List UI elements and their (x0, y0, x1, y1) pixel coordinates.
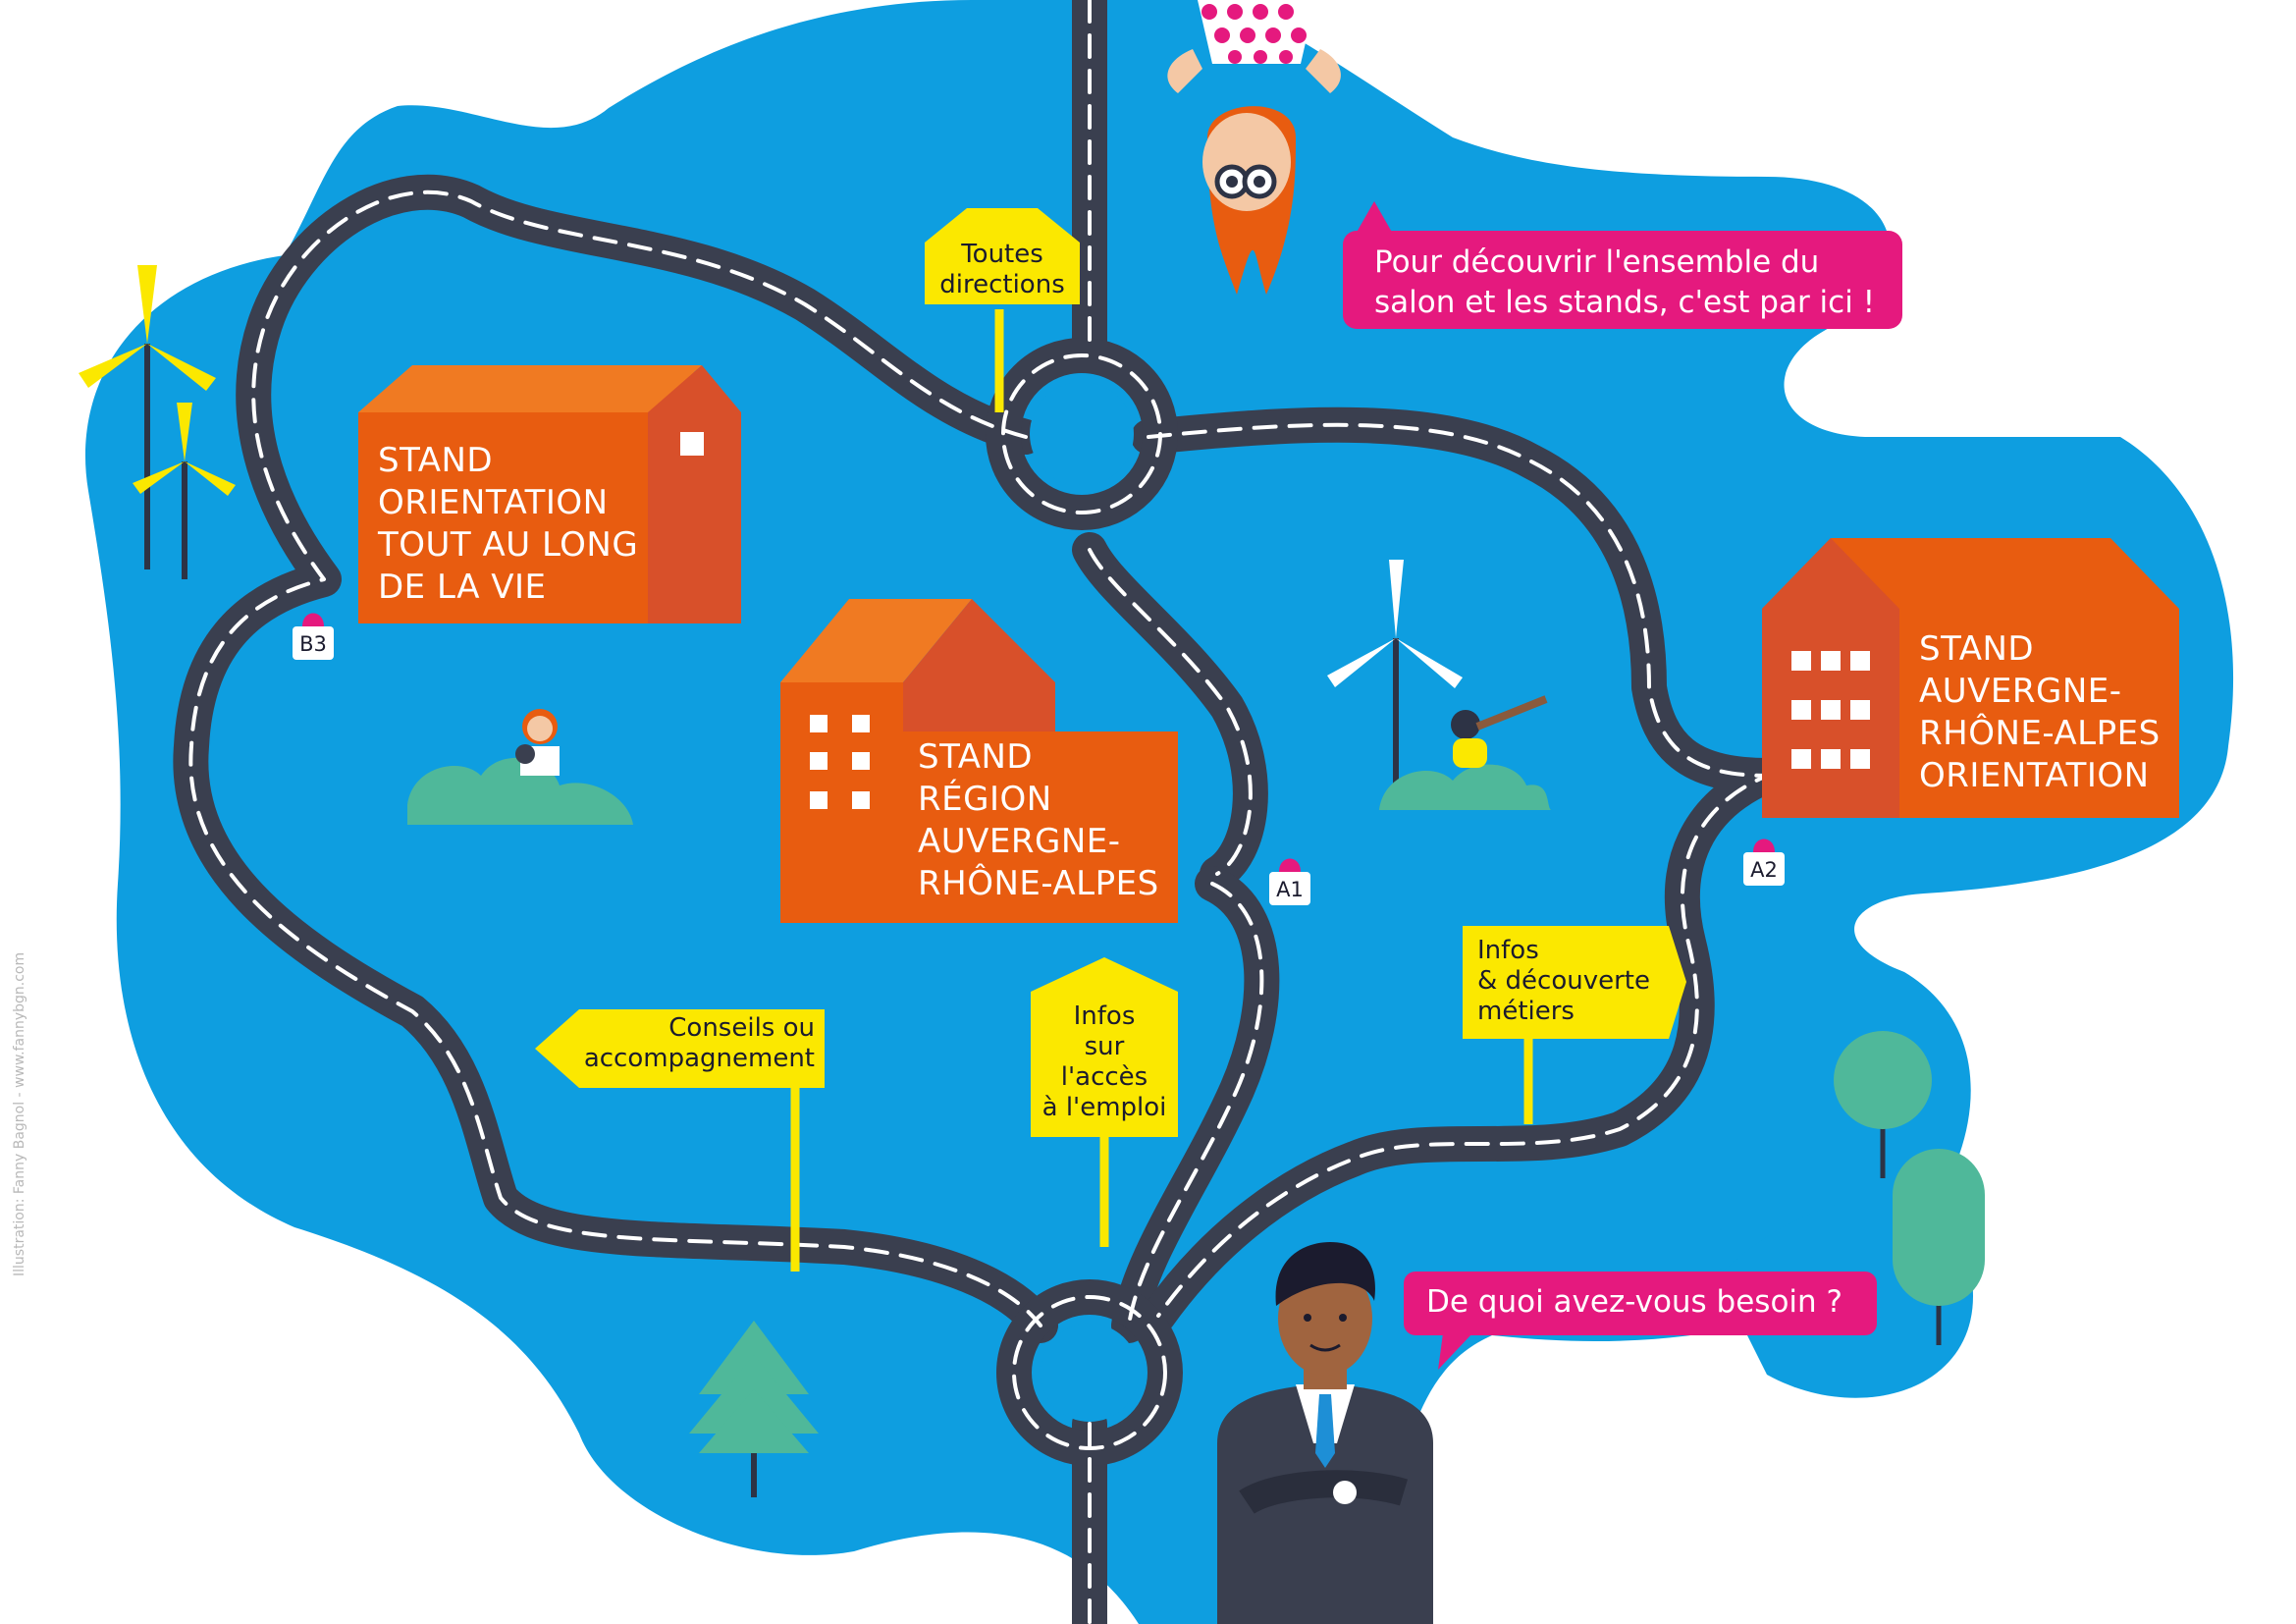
road-network (173, 0, 1785, 1624)
marker-a1 (1269, 858, 1310, 905)
marker-a2 (1743, 839, 1785, 886)
upside-down-girl-character (1167, 0, 1341, 295)
illustration-credit: Illustration: Fanny Bagnol - www.fannybg… (12, 951, 27, 1276)
speech-bubble-top-text: Pour découvrir l'ensemble du salon et le… (1374, 244, 1876, 320)
sign-infos-metiers-label: Infos & découverte métiers (1477, 936, 1650, 1026)
sign-infos-emploi-label: Infos sur l'accès à l'emploi (1041, 1001, 1167, 1122)
sign-infos-metiers (1463, 926, 1686, 1124)
stand-orientation-label: STAND ORIENTATION TOUT AU LONG DE LA VIE (378, 441, 639, 607)
stand-region-label: STAND RÉGION AUVERGNE- RHÔNE-ALPES (918, 737, 1159, 903)
marker-b3 (293, 613, 334, 660)
tree-icon (1893, 1149, 1985, 1345)
speech-bubble-top (1343, 201, 1902, 329)
wind-turbine-icon (1327, 560, 1463, 785)
stand-building-ara-orientation (1762, 538, 2179, 818)
sign-conseils-accompagnement (535, 1009, 825, 1272)
businessman-character (1217, 1242, 1433, 1624)
pine-tree-icon (689, 1321, 819, 1497)
photographer-character (515, 709, 560, 776)
sign-conseils-label: Conseils ou accompagnement (583, 1013, 815, 1073)
sign-toutes-directions-label: Toutes directions (939, 240, 1065, 299)
wind-turbine-icon (133, 403, 236, 579)
stand-ara-orientation-label: STAND AUVERGNE- RHÔNE-ALPES ORIENTATION (1919, 629, 2161, 795)
stand-building-region (780, 599, 1178, 923)
speech-bubble-bottom-text: De quoi avez-vous besoin ? (1426, 1284, 1842, 1320)
bush-icon (1379, 764, 1551, 810)
pointing-character (1451, 695, 1548, 768)
marker-b3-label: B3 (299, 632, 327, 656)
marker-a2-label: A2 (1750, 858, 1778, 882)
speech-bubble-bottom (1404, 1272, 1877, 1370)
tree-icon (1834, 1031, 1932, 1178)
sign-infos-emploi (1031, 957, 1178, 1247)
stand-building-orientation (358, 365, 741, 623)
marker-a1-label: A1 (1276, 878, 1304, 901)
bush-icon (407, 757, 633, 825)
wind-turbine-icon (79, 265, 216, 569)
sign-toutes-directions (925, 208, 1080, 412)
